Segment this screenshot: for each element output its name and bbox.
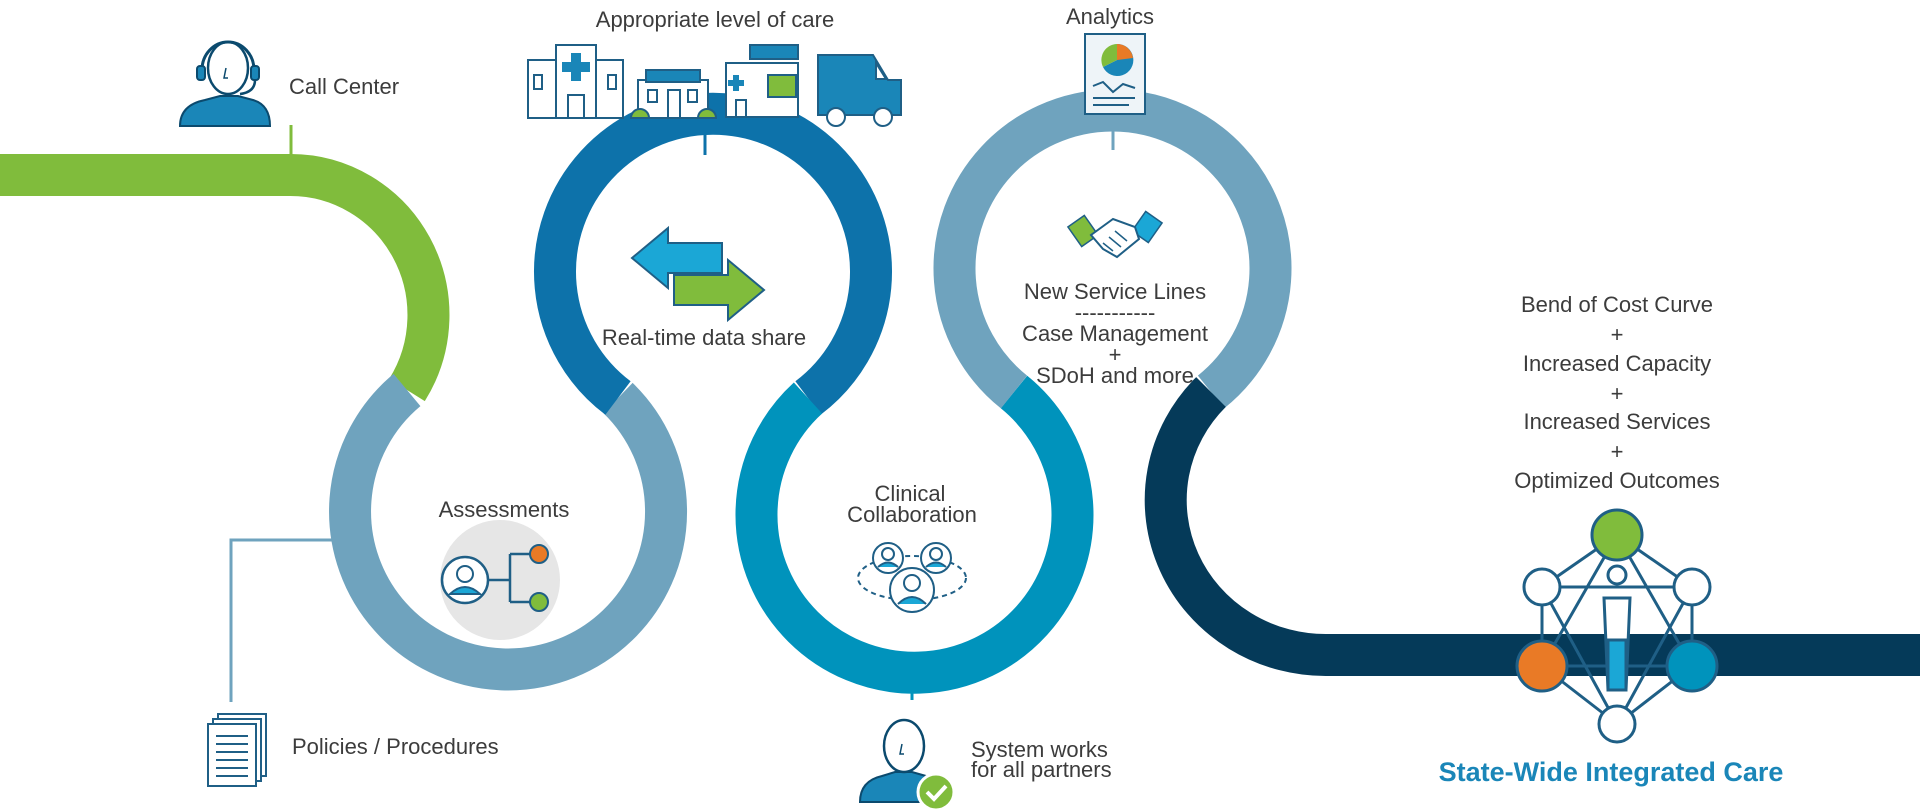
outcome-cost-curve: Bend of Cost Curve <box>1521 292 1713 317</box>
case-management-label: Case Management <box>1022 321 1208 346</box>
connectors <box>229 118 1115 702</box>
final-title: State-Wide Integrated Care <box>1438 757 1784 787</box>
assessment-icon <box>440 520 560 640</box>
outcome-plus-3: + <box>1610 439 1624 464</box>
policies-label: Policies / Procedures <box>292 734 499 759</box>
facilities-icon <box>527 44 902 127</box>
headset-agent-icon <box>178 40 272 127</box>
path-segment-green <box>0 153 450 402</box>
outcome-optimized: Optimized Outcomes <box>1514 468 1720 493</box>
analytics-report-icon <box>1084 33 1146 115</box>
new-service-lines-label: New Service Lines <box>1023 279 1207 304</box>
system-label-line2: for all partners <box>971 757 1112 782</box>
handshake-icon <box>1066 210 1164 259</box>
call-center-label: Call Center <box>289 74 400 99</box>
path-segment-steel-1 <box>329 373 688 691</box>
clinical-label-line2: Collaboration <box>847 502 977 527</box>
collaboration-icon <box>857 542 967 613</box>
outcome-plus-2: + <box>1610 381 1624 406</box>
clinical-label-line1: Clinical <box>874 481 946 506</box>
realtime-data-label: Real-time data share <box>601 325 807 350</box>
analytics-label: Analytics <box>1065 4 1155 29</box>
agent-check-icon <box>858 718 956 810</box>
outcome-plus-1: + <box>1610 322 1624 347</box>
path-segment-navy <box>1144 377 1920 677</box>
service-plus: + <box>1108 342 1122 367</box>
system-label-line1: System works <box>971 737 1108 762</box>
sdoh-label: SDoH and more <box>1036 363 1194 388</box>
path-segment-teal-3 <box>735 375 1094 694</box>
service-divider: ----------- <box>1074 300 1156 325</box>
outcome-capacity: Increased Capacity <box>1522 351 1712 376</box>
connector-policies <box>229 538 338 702</box>
integrated-care-network-icon <box>1515 508 1719 744</box>
documents-icon <box>207 713 267 787</box>
data-share-arrows-icon <box>630 225 766 323</box>
outcome-services: Increased Services <box>1523 409 1711 434</box>
assessments-label: Assessments <box>438 497 570 522</box>
level-of-care-label: Appropriate level of care <box>595 7 835 32</box>
